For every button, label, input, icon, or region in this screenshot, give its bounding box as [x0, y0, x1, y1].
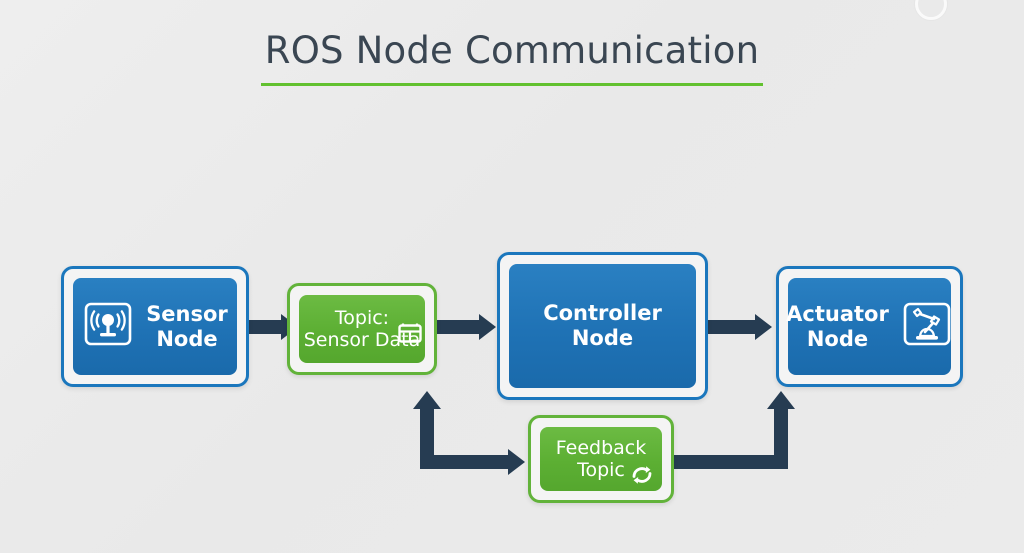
node-feedback-topic-body: Feedback Topic	[540, 427, 662, 491]
node-controller-node[interactable]: Controller Node	[497, 252, 708, 400]
node-actuator-node[interactable]: Actuator Node	[776, 266, 963, 387]
node-sensor-node-label: Sensor Node	[146, 301, 228, 351]
edge-actuator-to-feedback-arrowhead-up	[767, 391, 795, 409]
edge-sensor-to-topic-line	[249, 320, 284, 334]
edge-actuator-to-feedback-horizontal	[674, 455, 788, 469]
edge-feedback-to-controller-horizontal	[420, 455, 512, 469]
edge-feedback-to-controller-arrowhead-right	[508, 449, 525, 475]
node-feedback-topic[interactable]: Feedback Topic	[528, 415, 674, 503]
sync-refresh-icon	[628, 461, 656, 494]
page-title: ROS Node Communication	[260, 29, 764, 86]
node-feedback-topic-label: Feedback Topic	[555, 436, 647, 481]
database-table-icon	[397, 321, 423, 352]
node-topic-sensor-data-label: Topic: Sensor Data	[303, 306, 421, 351]
node-sensor-node-body: Sensor Node	[73, 278, 237, 375]
node-controller-node-label: Controller Node	[543, 301, 662, 350]
edge-actuator-to-feedback-vertical	[774, 408, 788, 468]
edge-topic-to-controller-line	[437, 320, 482, 334]
edge-feedback-to-controller-arrowhead-up	[413, 391, 441, 409]
node-controller-node-body: Controller Node	[509, 264, 696, 388]
watermark-circle-icon	[915, 0, 947, 20]
edge-controller-to-actuator-arrowhead	[755, 314, 772, 340]
edge-topic-to-controller-arrowhead	[479, 314, 496, 340]
sensor-broadcast-icon	[82, 298, 134, 355]
node-actuator-node-body: Actuator Node	[786, 278, 953, 375]
edge-controller-to-actuator-line	[708, 320, 758, 334]
node-actuator-node-label: Actuator Node	[786, 301, 889, 351]
node-topic-sensor-data-body: Topic: Sensor Data	[299, 295, 425, 363]
page-title-container: ROS Node Communication	[0, 29, 1024, 86]
node-sensor-node[interactable]: Sensor Node	[61, 266, 249, 387]
node-topic-sensor-data[interactable]: Topic: Sensor Data	[287, 283, 437, 375]
edge-feedback-to-controller-vertical	[420, 408, 434, 468]
robot-arm-icon	[901, 298, 953, 355]
